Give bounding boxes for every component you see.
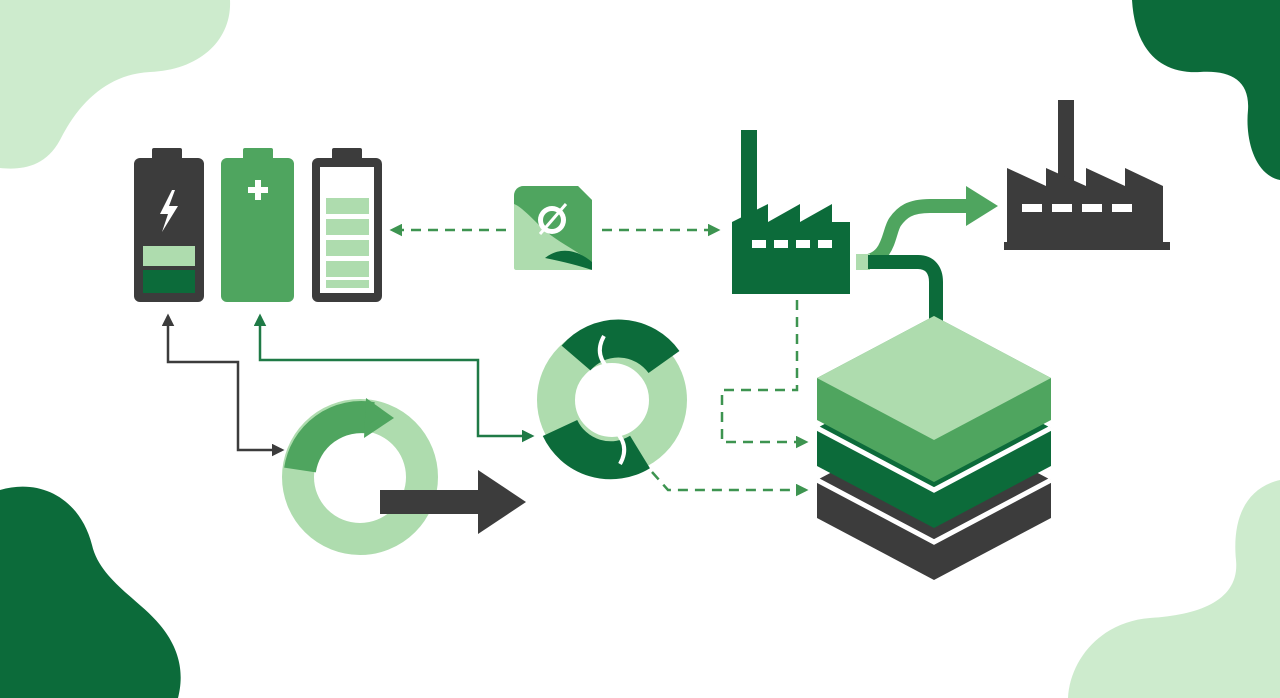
dashed-arrow-factory-to-stack	[720, 300, 809, 449]
down-arrow-to-stack	[868, 255, 943, 370]
recycle-ring-icon	[282, 398, 438, 555]
arrow-battery-to-cycle-ring	[253, 313, 535, 443]
arrow-battery-to-recycle-ring	[161, 313, 285, 457]
lightning-bolt-icon	[160, 190, 178, 232]
factory-large-icon	[1004, 100, 1170, 250]
dashed-arrow-ring-to-stack	[651, 471, 809, 497]
curved-arrow-to-factory	[859, 199, 972, 269]
right-arrow-icon	[380, 470, 526, 534]
corner-blob-bottom-right	[1068, 480, 1280, 698]
battery-charging-icon	[134, 148, 204, 302]
battery-plus-icon	[221, 148, 294, 302]
factory-icon	[732, 130, 850, 294]
battery-level-icon	[312, 148, 382, 302]
document-leaf-icon	[514, 186, 592, 270]
corner-blob-top-left	[0, 0, 231, 169]
corner-blob-top-right	[1132, 0, 1280, 180]
corner-blob-bottom-left	[0, 486, 181, 698]
layered-stack-icon	[815, 316, 1053, 580]
cycle-ring-icon	[537, 319, 687, 480]
